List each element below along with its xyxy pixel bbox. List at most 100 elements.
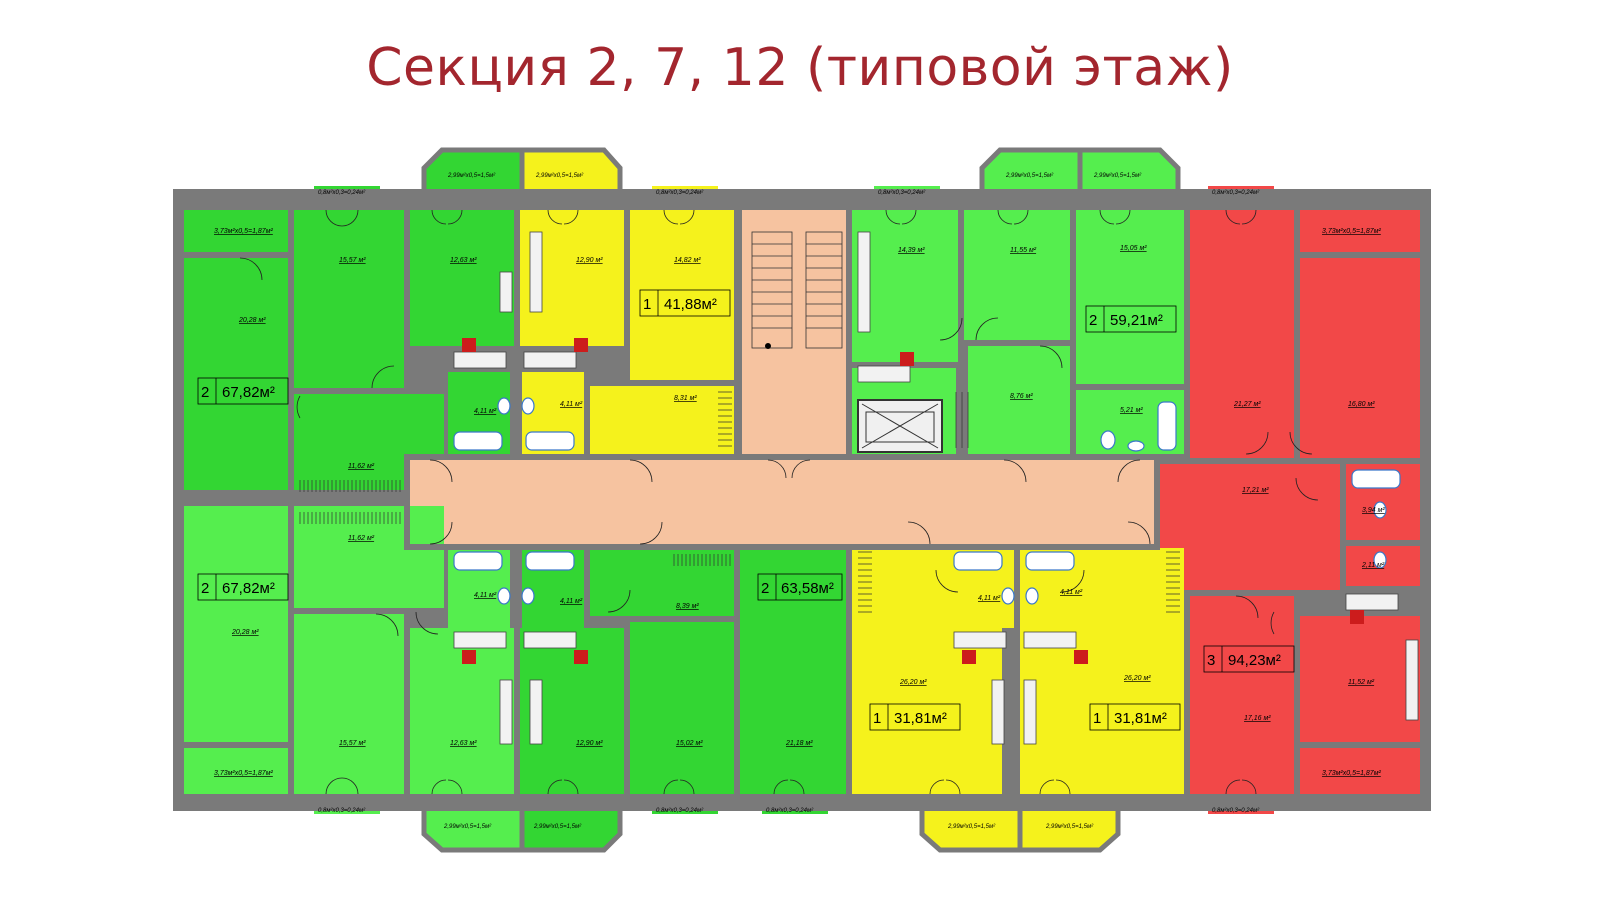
corridor	[410, 460, 1154, 544]
balcony-doors	[325, 209, 1257, 795]
room-area-label: 3,73м²х0,5=1,87м²	[1322, 228, 1381, 235]
room-area-label: 4,11 м²	[978, 595, 1001, 602]
room-area-label: 4,11 м²	[560, 401, 583, 408]
room-area-label: 4,11 м²	[560, 598, 583, 605]
apartment-rooms: 2	[201, 384, 209, 401]
balcony-label: 0,8м²х0,3=0,24м²	[1212, 808, 1260, 814]
balcony-label: 2,99м²х0,5=1,5м²	[535, 173, 584, 179]
balcony-labels: 0,8м²х0,3=0,24м² 2,99м²х0,5=1,5м² 2,99м²…	[318, 173, 1260, 830]
apartment-rooms: 2	[201, 580, 209, 597]
apartment-area: 67,82м²	[222, 580, 275, 597]
balcony-label: 0,8м²х0,3=0,24м²	[656, 808, 704, 814]
balcony-label: 0,8м²х0,3=0,24м²	[766, 808, 814, 814]
room-area-label: 21,27 м²	[1233, 401, 1261, 408]
room-area-label: 20,28 м²	[231, 629, 259, 636]
kitchen-counters	[453, 231, 1419, 745]
apartment-area: 63,58м²	[781, 580, 834, 597]
room-area-label: 21,18 м²	[785, 740, 813, 747]
room-area-label: 8,76 м²	[1010, 393, 1033, 400]
room-area-label: 11,62 м²	[348, 463, 375, 470]
balcony-label: 0,8м²х0,3=0,24м²	[656, 190, 704, 196]
room-labels: 3,73м²х0,5=1,87м² 20,28 м² 15,57 м² 12,6…	[214, 228, 1385, 777]
room-area-label: 15,57 м²	[339, 257, 366, 264]
balcony-label: 2,99м²х0,5=1,5м²	[447, 173, 496, 179]
room-area-label: 11,62 м²	[348, 535, 375, 542]
balcony-label: 0,8м²х0,3=0,24м²	[318, 190, 366, 196]
room-area-label: 3,73м²х0,5=1,87м²	[1322, 770, 1381, 777]
apartment-rooms: 2	[761, 580, 769, 597]
apartment-info-box: 1 31,81м²	[869, 703, 961, 731]
stair-marker	[765, 343, 771, 349]
balcony-label: 2,99м²х0,5=1,5м²	[1093, 173, 1142, 179]
room-area-label: 15,57 м²	[339, 740, 366, 747]
apartment-rooms: 1	[643, 296, 651, 313]
apartment-info-box: 2 67,82м²	[197, 573, 289, 601]
walls	[178, 200, 1426, 802]
apartment-right-red[interactable]	[1160, 210, 1420, 794]
apartment-area: 67,82м²	[222, 384, 275, 401]
room-area-label: 14,39 м²	[898, 247, 925, 254]
balcony-label: 0,8м²х0,3=0,24м²	[1212, 190, 1260, 196]
room-area-label: 26,20 м²	[899, 679, 927, 686]
room-area-label: 12,63 м²	[450, 740, 477, 747]
apartment-rooms: 3	[1207, 652, 1215, 669]
room-area-label: 15,02 м²	[676, 740, 703, 747]
apartment-info-box: 3 94,23м²	[1203, 645, 1295, 673]
room-area-label: 17,16 м²	[1244, 715, 1271, 722]
apartment-bottom-center[interactable]	[520, 548, 846, 794]
wardrobes	[299, 391, 1180, 613]
outer-wall	[173, 189, 1431, 811]
balcony-label: 2,99м²х0,5=1,5м²	[1045, 824, 1094, 830]
page-title: Секция 2, 7, 12 (типовой этаж)	[366, 38, 1234, 98]
elevator	[857, 399, 943, 453]
stair-treads	[751, 231, 843, 349]
room-area-label: 3,73м²х0,5=1,87м²	[214, 770, 273, 777]
apartment-info-box: 2 67,82м²	[197, 377, 289, 405]
apartment-info-box: 2 63,58м²	[757, 573, 843, 601]
room-area-label: 12,90 м²	[576, 257, 603, 264]
room-area-label: 4,11 м²	[1060, 589, 1083, 596]
room-area-label: 26,20 м²	[1123, 675, 1151, 682]
room-area-label: 3,94 м²	[1362, 507, 1385, 514]
apartment-rooms: 2	[1089, 312, 1097, 329]
room-area-label: 12,63 м²	[450, 257, 477, 264]
apartment-area: 31,81м²	[894, 710, 947, 727]
apartment-bottom-yellow-right[interactable]	[1020, 548, 1184, 794]
door-arcs	[239, 257, 1319, 637]
apartment-area: 31,81м²	[1114, 710, 1167, 727]
room-area-label: 4,11 м²	[474, 408, 497, 415]
room-area-label: 3,73м²х0,5=1,87м²	[214, 228, 273, 235]
room-area-label: 12,90 м²	[576, 740, 603, 747]
room-area-label: 5,21 м²	[1120, 407, 1143, 414]
room-area-label: 15,05 м²	[1120, 245, 1147, 252]
apartment-info-box: 1 31,81м²	[1089, 703, 1181, 731]
room-area-label: 4,11 м²	[474, 592, 497, 599]
apartment-info-box: 1 41,88м²	[639, 289, 731, 317]
apartment-bottom-left[interactable]	[184, 506, 514, 794]
apartment-area: 59,21м²	[1110, 312, 1163, 329]
room-area-label: 2,11 м²	[1361, 562, 1385, 569]
apartment-rooms: 1	[1093, 710, 1101, 727]
room-area-label: 20,28 м²	[238, 317, 266, 324]
apartment-bottom-yellow-left[interactable]	[852, 548, 1014, 794]
apartment-area: 41,88м²	[664, 296, 717, 313]
apartment-info-box: 2 59,21м²	[1085, 305, 1177, 333]
balcony-label: 0,8м²х0,3=0,24м²	[878, 190, 926, 196]
room-area-label: 17,21 м²	[1242, 487, 1269, 494]
stove-marks	[462, 338, 1364, 664]
room-area-label: 11,52 м²	[1348, 679, 1375, 686]
balcony-label: 0,8м²х0,3=0,24м²	[318, 808, 366, 814]
room-area-label: 11,55 м²	[1010, 247, 1037, 254]
room-area-label: 8,39 м²	[676, 603, 699, 610]
balcony-label: 2,99м²х0,5=1,5м²	[533, 824, 582, 830]
apartment-rooms: 1	[873, 710, 881, 727]
balcony-label: 2,99м²х0,5=1,5м²	[443, 824, 492, 830]
apartment-area: 94,23м²	[1228, 652, 1281, 669]
balcony-label: 2,99м²х0,5=1,5м²	[1005, 173, 1054, 179]
stairwell	[742, 210, 846, 454]
balcony-label: 2,99м²х0,5=1,5м²	[947, 824, 996, 830]
bath-fixtures	[453, 397, 1401, 605]
room-area-label: 14,82 м²	[674, 257, 701, 264]
room-area-label: 8,31 м²	[674, 395, 697, 402]
